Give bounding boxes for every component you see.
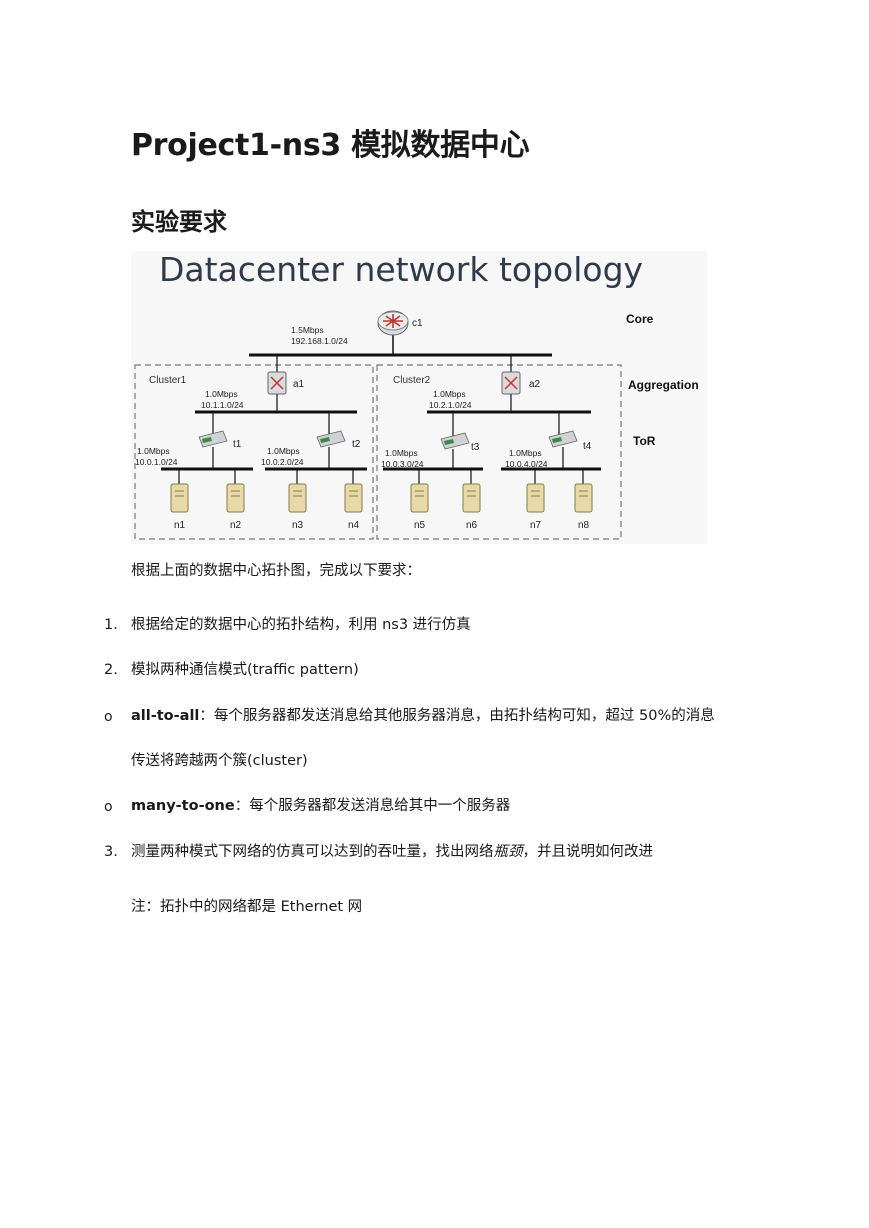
item3-text-end: ，并且说明如何改进 (522, 844, 654, 860)
tor-t4-name: t4 (583, 441, 592, 452)
item3-text: 测量两种模式下网络的仿真可以达到的吞吐量，找出网络 (131, 844, 494, 860)
bullet-marker: o (104, 709, 113, 725)
bullet-marker: o (104, 799, 113, 815)
router-icon (377, 310, 409, 336)
list-item-1: 根据给定的数据中心的拓扑结构，利用 ns3 进行仿真 (131, 617, 471, 633)
note-text: 注：拓扑中的网络都是 Ethernet 网 (131, 899, 363, 915)
tor-t1-rate: 1.0Mbps (137, 446, 170, 456)
tor-t2-subnet: 10.0.2.0/24 (261, 457, 304, 467)
host-label: n1 (174, 520, 186, 531)
agg-a1-name: a1 (293, 379, 305, 390)
switch-icon (440, 432, 470, 450)
server-icon (410, 483, 429, 513)
tor-t2-rate: 1.0Mbps (267, 446, 300, 456)
item3-emphasis: 瓶颈 (493, 844, 523, 860)
sub-item-text: ：每个服务器都发送消息给其中一个服务器 (234, 798, 511, 814)
router-icon (267, 371, 287, 395)
list-item-3: 测量两种模式下网络的仿真可以达到的吞吐量，找出网络瓶颈，并且说明如何改进 (131, 842, 653, 862)
switch-icon (316, 430, 346, 448)
term-all-to-all: all-to-all (131, 708, 200, 724)
server-icon (574, 483, 593, 513)
server-icon (462, 483, 481, 513)
server-icon (526, 483, 545, 513)
topology-diagram: Datacenter network topology Core Aggrega… (134, 251, 699, 540)
level-label-aggregation: Aggregation (628, 378, 699, 392)
list-marker: 1. (104, 617, 118, 633)
core-rate: 1.5Mbps (291, 325, 324, 335)
host-label: n8 (578, 520, 590, 531)
server-icon (288, 483, 307, 513)
cluster-box-2 (376, 364, 622, 540)
agg-a2-rate: 1.0Mbps (433, 389, 466, 399)
level-label-tor: ToR (633, 434, 656, 448)
tor-t3-name: t3 (471, 442, 480, 453)
sub-item-text: ：每个服务器都发送消息给其他服务器消息，由拓扑结构可知，超过 50%的消息 (199, 708, 715, 724)
server-icon (226, 483, 245, 513)
host-label: n7 (530, 520, 542, 531)
tor-t1-subnet: 10.0.1.0/24 (135, 457, 178, 467)
list-marker: 3. (104, 844, 118, 860)
tor-t3-rate: 1.0Mbps (385, 448, 418, 458)
intro-text: 根据上面的数据中心拓扑图，完成以下要求： (131, 563, 421, 579)
host-label: n3 (292, 520, 304, 531)
sub-item-many-to-one: many-to-one：每个服务器都发送消息给其中一个服务器 (131, 796, 510, 816)
host-label: n4 (348, 520, 360, 531)
term-many-to-one: many-to-one (131, 798, 235, 814)
agg-a1-rate: 1.0Mbps (205, 389, 238, 399)
agg-a2-subnet: 10.2.1.0/24 (429, 400, 472, 410)
agg-a2-name: a2 (529, 379, 541, 390)
router-icon (501, 371, 521, 395)
server-icon (344, 483, 363, 513)
page-title: Project1-ns3 模拟数据中心 (131, 128, 530, 163)
tor-t4-rate: 1.0Mbps (509, 448, 542, 458)
sub-item-all-to-all: all-to-all：每个服务器都发送消息给其他服务器消息，由拓扑结构可知，超过… (131, 706, 715, 726)
figure-title: Datacenter network topology (159, 251, 643, 289)
tor-t3-subnet: 10.0.3.0/24 (381, 459, 424, 469)
core-router-name: c1 (412, 318, 423, 329)
switch-icon (198, 430, 228, 448)
server-icon (170, 483, 189, 513)
list-marker: 2. (104, 662, 118, 678)
level-label-core: Core (626, 312, 654, 326)
tor-t1-name: t1 (233, 439, 242, 450)
sub-item-all-to-all-cont: 传送将跨越两个簇(cluster) (131, 753, 308, 769)
list-item-2: 模拟两种通信模式(traffic pattern) (131, 662, 359, 678)
tor-t4-subnet: 10.0.4.0/24 (505, 459, 548, 469)
cluster-box-1 (134, 364, 374, 540)
core-subnet: 192.168.1.0/24 (291, 336, 348, 346)
agg-a1-subnet: 10.1.1.0/24 (201, 400, 244, 410)
section-heading: 实验要求 (131, 208, 227, 236)
switch-icon (548, 430, 578, 448)
host-label: n5 (414, 520, 426, 531)
cluster-label-2: Cluster2 (393, 375, 431, 386)
cluster-label-1: Cluster1 (149, 375, 187, 386)
host-label: n6 (466, 520, 478, 531)
host-label: n2 (230, 520, 242, 531)
tor-t2-name: t2 (352, 439, 361, 450)
topology-figure: Datacenter network topology Core Aggrega… (131, 251, 707, 544)
